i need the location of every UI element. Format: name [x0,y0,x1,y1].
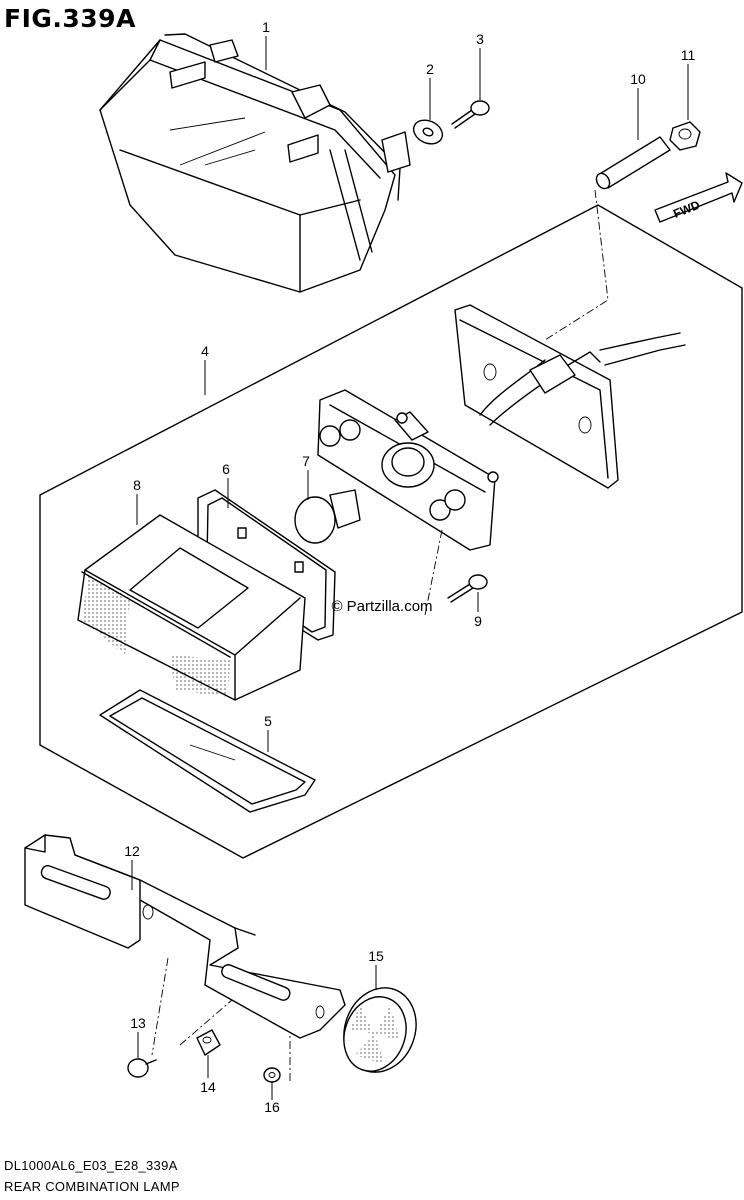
callout-15: 15 [368,948,384,964]
fwd-direction-arrow: FWD [654,172,743,223]
callout-10: 10 [630,71,646,87]
part-9-screw [447,574,488,603]
callout-1: 1 [262,19,270,35]
figure-title: FIG.339A [4,4,136,33]
callout-8: 8 [133,477,141,493]
leader-lines [151,189,609,1082]
callout-leaders [131,36,689,1100]
callout-2: 2 [426,61,434,77]
part-11-nut [669,121,701,151]
part-14-grommet [196,1029,221,1056]
part-2-washer [412,119,444,145]
watermark: © Partzilla.com [331,598,432,615]
part-3-screw [451,100,490,129]
part-8-lens [77,514,306,701]
part-15-reflector [343,987,417,1073]
callout-16: 16 [264,1099,280,1115]
callout-7: 7 [302,453,310,469]
part-5-plate [99,689,316,813]
part-12-bracket [24,834,346,1039]
part-7-bulb [294,489,361,544]
callout-5: 5 [264,713,272,729]
callout-11: 11 [681,47,696,63]
part-1-tail-lamp [99,33,411,293]
figure-name: REAR COMBINATION LAMP [4,1179,180,1194]
callout-4: 4 [201,343,209,359]
callout-numbers: 1 2 3 4 5 6 7 8 9 10 11 12 13 14 15 16 [124,19,695,1115]
part-13-screw [127,1058,157,1078]
figure-code: DL1000AL6_E03_E28_339A [4,1158,178,1173]
part-16-nut [263,1067,281,1083]
callout-9: 9 [474,613,482,629]
lamp-socket [317,389,499,551]
callout-14: 14 [200,1079,216,1095]
assembly-outline [39,204,743,859]
fwd-label: FWD [671,198,702,221]
callout-12: 12 [124,843,140,859]
callout-6: 6 [222,461,230,477]
license-lamp-base [454,304,686,489]
part-10-collar [595,136,671,190]
callout-13: 13 [130,1015,146,1031]
callout-3: 3 [476,31,484,47]
